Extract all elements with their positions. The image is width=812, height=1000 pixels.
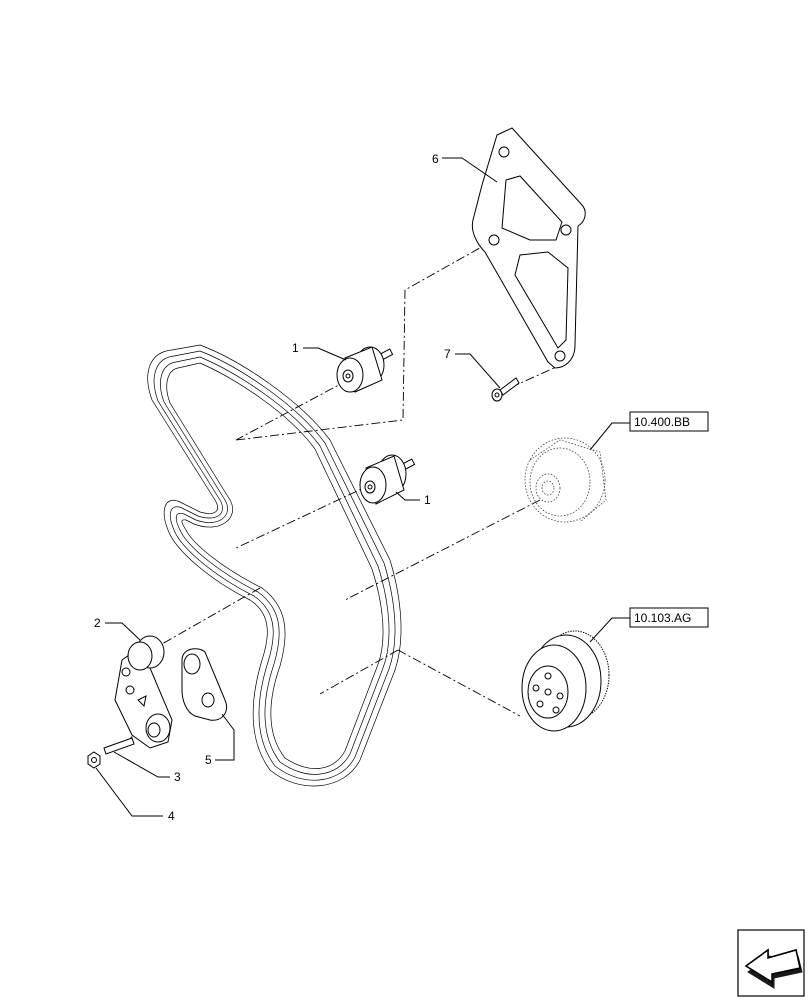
callout-5: 5	[205, 753, 212, 767]
reference-box-water-pump[interactable]: 10.400.BB	[629, 411, 709, 432]
crank-pulley	[521, 630, 610, 732]
callout-3: 3	[174, 770, 181, 784]
spacer-part-5	[181, 648, 227, 721]
stud-part-3	[103, 737, 135, 755]
idler-pulley-upper-part-1	[336, 346, 394, 393]
callout-1-lower: 1	[424, 493, 431, 507]
reference-label-water-pump: 10.400.BB	[634, 415, 690, 429]
callout-6: 6	[432, 152, 439, 166]
nut-part-4	[87, 751, 101, 769]
reference-label-crank-pulley: 10.103.AG	[634, 611, 691, 625]
back-arrow-icon[interactable]	[737, 929, 805, 997]
callout-4: 4	[168, 809, 175, 823]
water-pump-phantom	[524, 437, 607, 523]
leader-lines	[95, 157, 630, 817]
drive-belt	[147, 344, 402, 787]
bracket-part-6	[471, 127, 586, 369]
idler-pulley-lower-part-1	[359, 454, 416, 505]
reference-box-crank-pulley[interactable]: 10.103.AG	[629, 607, 709, 628]
bolt-part-7	[491, 377, 520, 402]
callout-7: 7	[444, 347, 451, 361]
tensioner-part-2	[114, 635, 173, 749]
callout-1-upper: 1	[292, 341, 299, 355]
callout-2: 2	[94, 616, 101, 630]
